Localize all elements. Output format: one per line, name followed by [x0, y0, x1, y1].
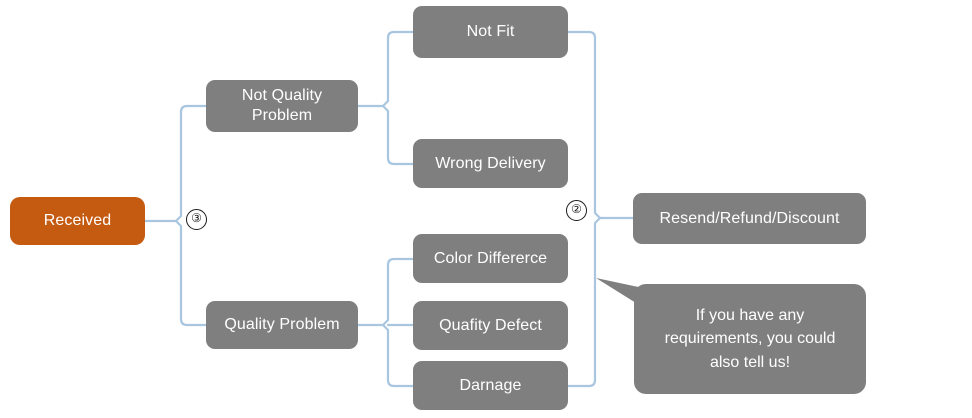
- marker-circled-three: ③: [186, 209, 207, 230]
- edge-notfit-to-rail: [566, 30, 602, 220]
- edge-notquality-to-notfit: [381, 30, 415, 108]
- edge-damage-to-rail: [566, 216, 602, 388]
- node-not-fit[interactable]: Not Fit: [413, 6, 568, 58]
- edge-received-to-not-quality: [174, 104, 208, 223]
- node-received[interactable]: Received: [10, 197, 145, 245]
- marker-circled-two: ②: [566, 200, 587, 221]
- node-color-difference[interactable]: Color Differerce: [413, 234, 568, 283]
- callout-requirements-note[interactable]: If you have any requirements, you could …: [634, 284, 866, 394]
- node-resend-refund-discount[interactable]: Resend/Refund/Discount: [633, 193, 866, 244]
- node-quality-defect[interactable]: Quafity Defect: [413, 301, 568, 350]
- node-damage[interactable]: Darnage: [413, 361, 568, 410]
- node-not-quality-problem[interactable]: Not Quality Problem: [206, 80, 358, 132]
- edge-received-to-quality: [174, 219, 208, 327]
- edge-quality-to-damage: [381, 323, 415, 388]
- node-quality-problem[interactable]: Quality Problem: [206, 301, 358, 349]
- callout-text: If you have any requirements, you could …: [664, 307, 836, 371]
- edge-quality-to-colordiff: [381, 257, 415, 327]
- edge-notquality-to-wrongdelivery: [381, 104, 415, 166]
- node-wrong-delivery[interactable]: Wrong Delivery: [413, 139, 568, 188]
